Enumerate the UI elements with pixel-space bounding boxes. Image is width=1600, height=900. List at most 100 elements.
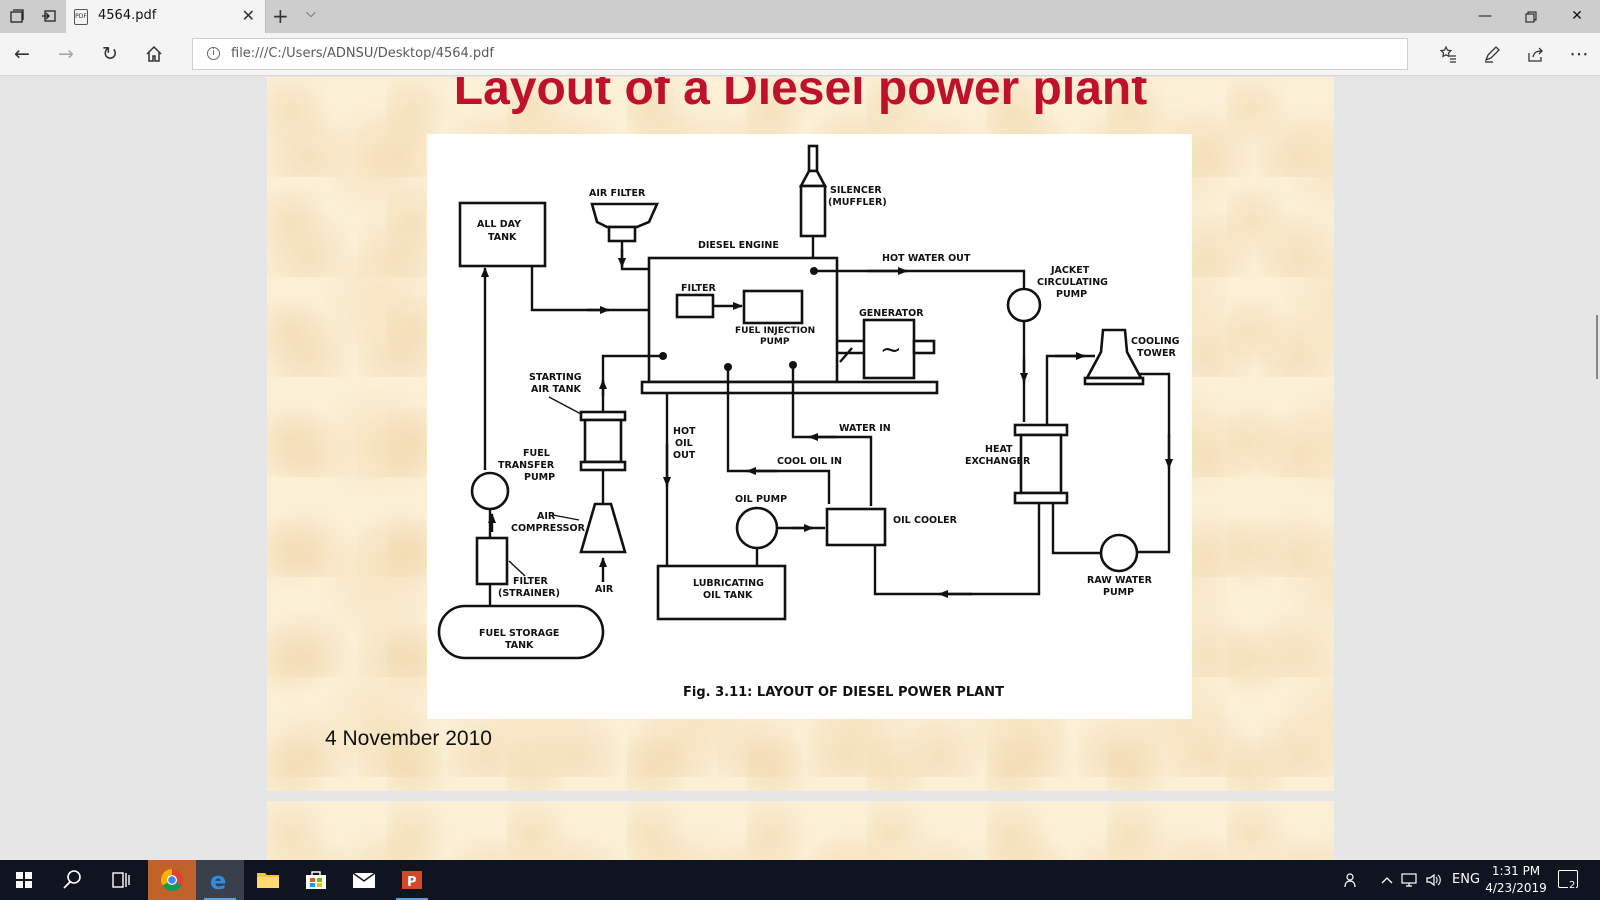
store-icon[interactable] <box>292 860 340 900</box>
heat-exchanger-bottom <box>1013 491 1069 505</box>
label-muffler: (MUFFLER) <box>828 197 887 208</box>
heat-exchanger-top <box>1013 423 1069 437</box>
label-jacket: JACKET <box>1050 265 1090 276</box>
chevron-up-icon[interactable] <box>1381 872 1393 892</box>
label-cool-oil-in: COOL OIL IN <box>777 456 842 467</box>
refresh-icon[interactable]: ↻ <box>102 43 118 65</box>
label-all-day-tank-2: TANK <box>488 232 517 243</box>
close-window-icon[interactable]: ✕ <box>1571 8 1583 24</box>
scrollbar-thumb[interactable] <box>1596 315 1598 379</box>
diesel-plant-figure: ALL DAY TANK AIR FILTER SILENCER (MUFFLE… <box>427 134 1192 719</box>
air-filter-neck <box>607 225 637 243</box>
silencer-body <box>799 184 827 238</box>
volume-icon[interactable] <box>1425 872 1443 892</box>
browser-titlebar: PDF 4564.pdf ✕ + ⌵ — ✕ <box>0 0 1600 33</box>
label-air: AIR <box>595 584 614 595</box>
network-icon[interactable] <box>1401 872 1419 892</box>
figure-caption: Fig. 3.11: LAYOUT OF DIESEL POWER PLANT <box>683 685 1004 700</box>
back-arrow-icon[interactable]: ← <box>14 43 30 65</box>
restore-icon[interactable] <box>1508 0 1554 33</box>
cooling-tower-base <box>1083 376 1145 386</box>
filter-box <box>675 293 715 319</box>
running-indicator <box>396 898 428 900</box>
tab-title: 4564.pdf <box>98 8 157 23</box>
clock-date: 4/23/2019 <box>1485 881 1547 895</box>
label-transfer: TRANSFER <box>498 460 555 471</box>
svg-text:e: e <box>210 867 226 895</box>
chrome-icon[interactable] <box>148 860 196 900</box>
start-icon[interactable] <box>0 860 48 900</box>
edge-icon[interactable]: e <box>196 860 244 900</box>
label-raw-water-pump: PUMP <box>1103 587 1134 598</box>
pdf-file-icon: PDF <box>74 9 88 25</box>
favorites-icon[interactable] <box>1436 42 1460 66</box>
tab-4564-pdf[interactable]: PDF 4564.pdf ✕ <box>66 0 266 33</box>
jacket-circulating-pump <box>1006 287 1042 323</box>
more-icon[interactable]: ⋯ <box>1569 43 1589 65</box>
label-strainer: (STRAINER) <box>498 588 560 599</box>
generator-box <box>862 318 916 380</box>
label-cooling: COOLING <box>1131 336 1180 347</box>
mail-icon[interactable] <box>340 860 388 900</box>
windows-taskbar: e P ENG 1:31 PM 4/23/2019 2 <box>0 860 1600 900</box>
label-filter: FILTER <box>681 283 716 294</box>
pdf-page-2 <box>267 801 1334 860</box>
share-icon[interactable] <box>1524 42 1548 66</box>
taskbar-clock[interactable]: 1:31 PM 4/23/2019 <box>1478 863 1554 897</box>
svg-text:P: P <box>407 875 417 890</box>
fuel-transfer-pump <box>470 471 510 511</box>
label-oil-cooler: OIL COOLER <box>893 515 958 526</box>
search-icon[interactable] <box>48 860 96 900</box>
all-day-tank <box>458 201 547 268</box>
language-indicator[interactable]: ENG <box>1452 872 1481 887</box>
notification-count: 2 <box>1568 880 1577 891</box>
generator-symbol: ~ <box>880 335 902 365</box>
active-indicator <box>204 898 236 900</box>
people-icon[interactable] <box>1343 872 1359 892</box>
label-diesel-engine: DIESEL ENGINE <box>698 240 779 251</box>
label-air-filter: AIR FILTER <box>589 188 646 199</box>
pdf-page-1: Layout of a Diesel power plant <box>267 77 1334 791</box>
diesel-plant-diagram: ALL DAY TANK AIR FILTER SILENCER (MUFFLE… <box>437 144 1180 700</box>
label-filter-strainer: FILTER <box>513 576 548 587</box>
tab-manager-icon[interactable] <box>8 8 26 26</box>
new-tab-icon[interactable]: + <box>272 4 289 28</box>
label-fuel-injection-pump: PUMP <box>760 337 790 347</box>
label-compressor: COMPRESSOR <box>511 523 586 534</box>
label-oil-pump: OIL PUMP <box>735 494 787 505</box>
label-hot: HOT <box>673 426 696 437</box>
fuel-storage-tank <box>437 604 605 660</box>
label-fuel-pump: PUMP <box>524 472 555 483</box>
label-fuel-injection: FUEL INJECTION <box>735 326 815 336</box>
generator-shaft <box>912 339 936 355</box>
clock-time: 1:31 PM <box>1491 864 1541 878</box>
label-tower: TOWER <box>1137 348 1177 359</box>
label-air-compressor: AIR <box>537 511 556 522</box>
forward-arrow-icon[interactable]: → <box>58 43 74 65</box>
fuel-injection-pump-box <box>742 289 804 325</box>
pen-icon[interactable] <box>1480 42 1504 66</box>
set-aside-icon[interactable] <box>40 8 58 26</box>
oil-cooler <box>825 507 887 547</box>
label-fuel-storage: FUEL STORAGE <box>479 628 559 639</box>
powerpoint-icon[interactable]: P <box>388 860 436 900</box>
home-icon[interactable] <box>142 42 166 66</box>
close-tab-icon[interactable]: ✕ <box>241 6 255 25</box>
label-water-in: WATER IN <box>839 423 891 434</box>
task-view-icon[interactable] <box>96 860 144 900</box>
starting-air-tank <box>583 418 623 464</box>
file-explorer-icon[interactable] <box>244 860 292 900</box>
navigation-bar: ← → ↻ i file:///C:/Users/ADNSU/Desktop/4… <box>0 33 1600 76</box>
label-air-tank: AIR TANK <box>531 384 582 395</box>
pdf-viewport[interactable]: Layout of a Diesel power plant <box>0 77 1600 860</box>
air-filter-body <box>590 202 660 229</box>
info-icon[interactable]: i <box>207 47 220 60</box>
label-fuel: FUEL <box>523 448 550 459</box>
chevron-down-icon[interactable]: ⌵ <box>306 6 316 21</box>
label-lubricating: LUBRICATING <box>693 578 764 589</box>
address-bar[interactable]: i file:///C:/Users/ADNSU/Desktop/4564.pd… <box>192 38 1408 70</box>
address-url: file:///C:/Users/ADNSU/Desktop/4564.pdf <box>231 46 495 61</box>
label-jacket-pump: PUMP <box>1056 289 1087 300</box>
lubricating-oil-tank <box>656 564 787 621</box>
minimize-icon[interactable]: — <box>1478 8 1492 24</box>
